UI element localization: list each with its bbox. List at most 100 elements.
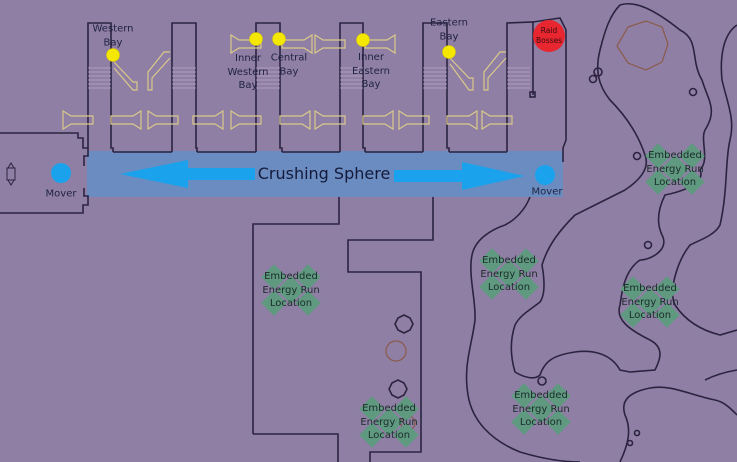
energy-run-cross-lobe: [545, 409, 571, 435]
label-line: Inner: [235, 52, 261, 64]
label-line: Energy Run: [621, 296, 679, 308]
ramp: [113, 61, 138, 91]
label-line: Energy Run: [512, 403, 570, 415]
west-mover-room-wall: [0, 132, 89, 214]
label-line: Eastern: [351, 65, 391, 77]
pillar-marker: [593, 67, 603, 77]
cave-wall: [619, 386, 737, 462]
sphere-arrows: [120, 160, 525, 190]
label-line: Location: [269, 297, 313, 309]
label-line: Energy Run: [360, 416, 418, 428]
energy-run-cross-lobe: [513, 274, 539, 300]
energy-run-cross-lobe: [261, 264, 287, 290]
south-room-wall: [253, 433, 339, 462]
energy-run-cross-center: [526, 394, 556, 424]
bridge: [446, 109, 478, 131]
large-ring: [616, 20, 669, 71]
label-line: Bay: [361, 78, 381, 90]
bay-label-central: Central Bay: [271, 52, 307, 79]
bridge: [230, 33, 262, 55]
label-line: Embedded: [514, 389, 568, 401]
bay-label-western: Western Bay: [92, 23, 133, 50]
raid-room-wall: [532, 17, 567, 162]
bridge: [314, 109, 346, 131]
bridge: [110, 109, 142, 131]
mover-marker-west[interactable]: [51, 163, 71, 183]
energy-run-cross-lobe: [393, 422, 419, 448]
pillar-marker: [626, 439, 634, 447]
label-line: Bay: [279, 66, 299, 77]
energy-run-cross-center: [374, 407, 404, 437]
energy-run-cross-lobe: [654, 276, 680, 302]
pillar-marker: [588, 74, 598, 84]
raid-post: [529, 91, 536, 98]
energy-run-cross-lobe: [620, 276, 646, 302]
energy-run-cross-lobe: [511, 383, 537, 409]
energy-run-cross-lobe: [679, 143, 705, 169]
bay-marker-central[interactable]: [272, 32, 286, 46]
energy-run-cross-lobe: [295, 264, 321, 290]
bay-marker-eastern[interactable]: [442, 45, 456, 59]
bridge: [481, 109, 513, 131]
octagon-marker: [394, 314, 414, 334]
mover-label-east: Mover: [531, 186, 563, 198]
label-line: Energy Run: [262, 284, 320, 296]
label-line: Energy Run: [480, 268, 538, 280]
walls: [0, 3, 737, 462]
label-line: Location: [519, 416, 563, 428]
bay-marker-western[interactable]: [106, 48, 120, 62]
octagon-marker: [388, 379, 408, 399]
energy-run-cross-lobe: [654, 302, 680, 328]
label-line: Energy Run: [646, 163, 704, 175]
label-line: Embedded: [482, 254, 536, 266]
label-line: Embedded: [362, 402, 416, 414]
pillar-marker: [643, 240, 653, 250]
stairs: [88, 67, 530, 89]
pillar-wall: [171, 22, 198, 152]
bay-marker-inner-western[interactable]: [249, 32, 263, 46]
pillar-marker: [633, 429, 641, 437]
bay-label-inner-western: Inner Western Bay: [227, 52, 268, 93]
energy-run-cross-lobe: [479, 248, 505, 274]
label-line: Raid: [540, 25, 558, 35]
bridge: [147, 109, 179, 131]
mover-label-west: Mover: [45, 188, 77, 200]
pillar-marker: [688, 87, 698, 97]
label-line: Embedded: [648, 149, 702, 161]
bridge: [281, 33, 313, 55]
bay-marker-inner-eastern[interactable]: [356, 33, 370, 47]
bridges: [62, 33, 513, 131]
label-line: Location: [367, 429, 411, 441]
label-line: Bay: [103, 37, 123, 48]
cave-wall: [704, 369, 737, 381]
energy-run-cross-lobe: [261, 290, 287, 316]
label-line: Bay: [439, 31, 459, 42]
energy-run-cross-center: [635, 287, 665, 317]
label-line: Western: [227, 66, 269, 78]
energy-run-cross-lobe: [359, 396, 385, 422]
mover-marker-east[interactable]: [535, 165, 555, 185]
door-icon: [6, 162, 16, 186]
label-line: Eastern: [429, 17, 469, 29]
bay-label-eastern: Eastern Bay: [430, 17, 468, 44]
energy-run-cross-center: [660, 154, 690, 184]
label-line: Embedded: [623, 282, 677, 294]
ramp: [449, 57, 474, 91]
label-line: Inner: [358, 51, 384, 63]
energy-run-cross-lobe: [295, 290, 321, 316]
energy-run-cross-lobe: [645, 143, 671, 169]
label-line: Location: [487, 281, 531, 293]
raid-bosses-marker[interactable]: [533, 20, 565, 52]
pillar-wall: [255, 22, 283, 152]
label-line: Location: [653, 176, 697, 188]
energy-run-cross-lobe: [511, 409, 537, 435]
energy-run-cross-lobe: [620, 302, 646, 328]
small-ring: [385, 340, 407, 362]
label-line: Bay: [238, 79, 258, 91]
